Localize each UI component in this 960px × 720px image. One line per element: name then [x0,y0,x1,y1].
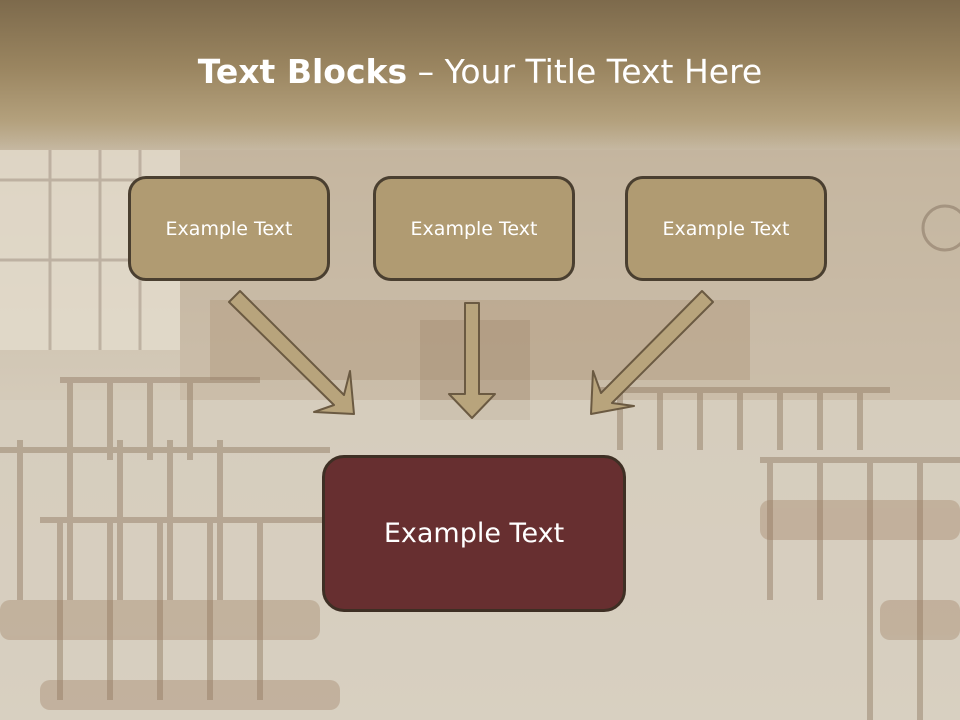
main-text-block: Example Text [322,455,626,612]
text-block-3-label: Example Text [662,217,790,240]
text-block-1-label: Example Text [165,217,293,240]
slide-title: Text Blocks – Your Title Text Here [0,52,960,91]
text-block-1: Example Text [128,176,330,281]
left-arrow [228,290,355,415]
title-strong: Text Blocks [197,52,408,91]
right-arrow [590,290,714,415]
text-block-3: Example Text [625,176,827,281]
title-rest: – Your Title Text Here [407,52,763,91]
text-block-2-label: Example Text [410,217,538,240]
center-arrow [448,302,496,419]
text-block-2: Example Text [373,176,575,281]
main-text-block-label: Example Text [383,518,565,549]
title-band [0,0,960,150]
